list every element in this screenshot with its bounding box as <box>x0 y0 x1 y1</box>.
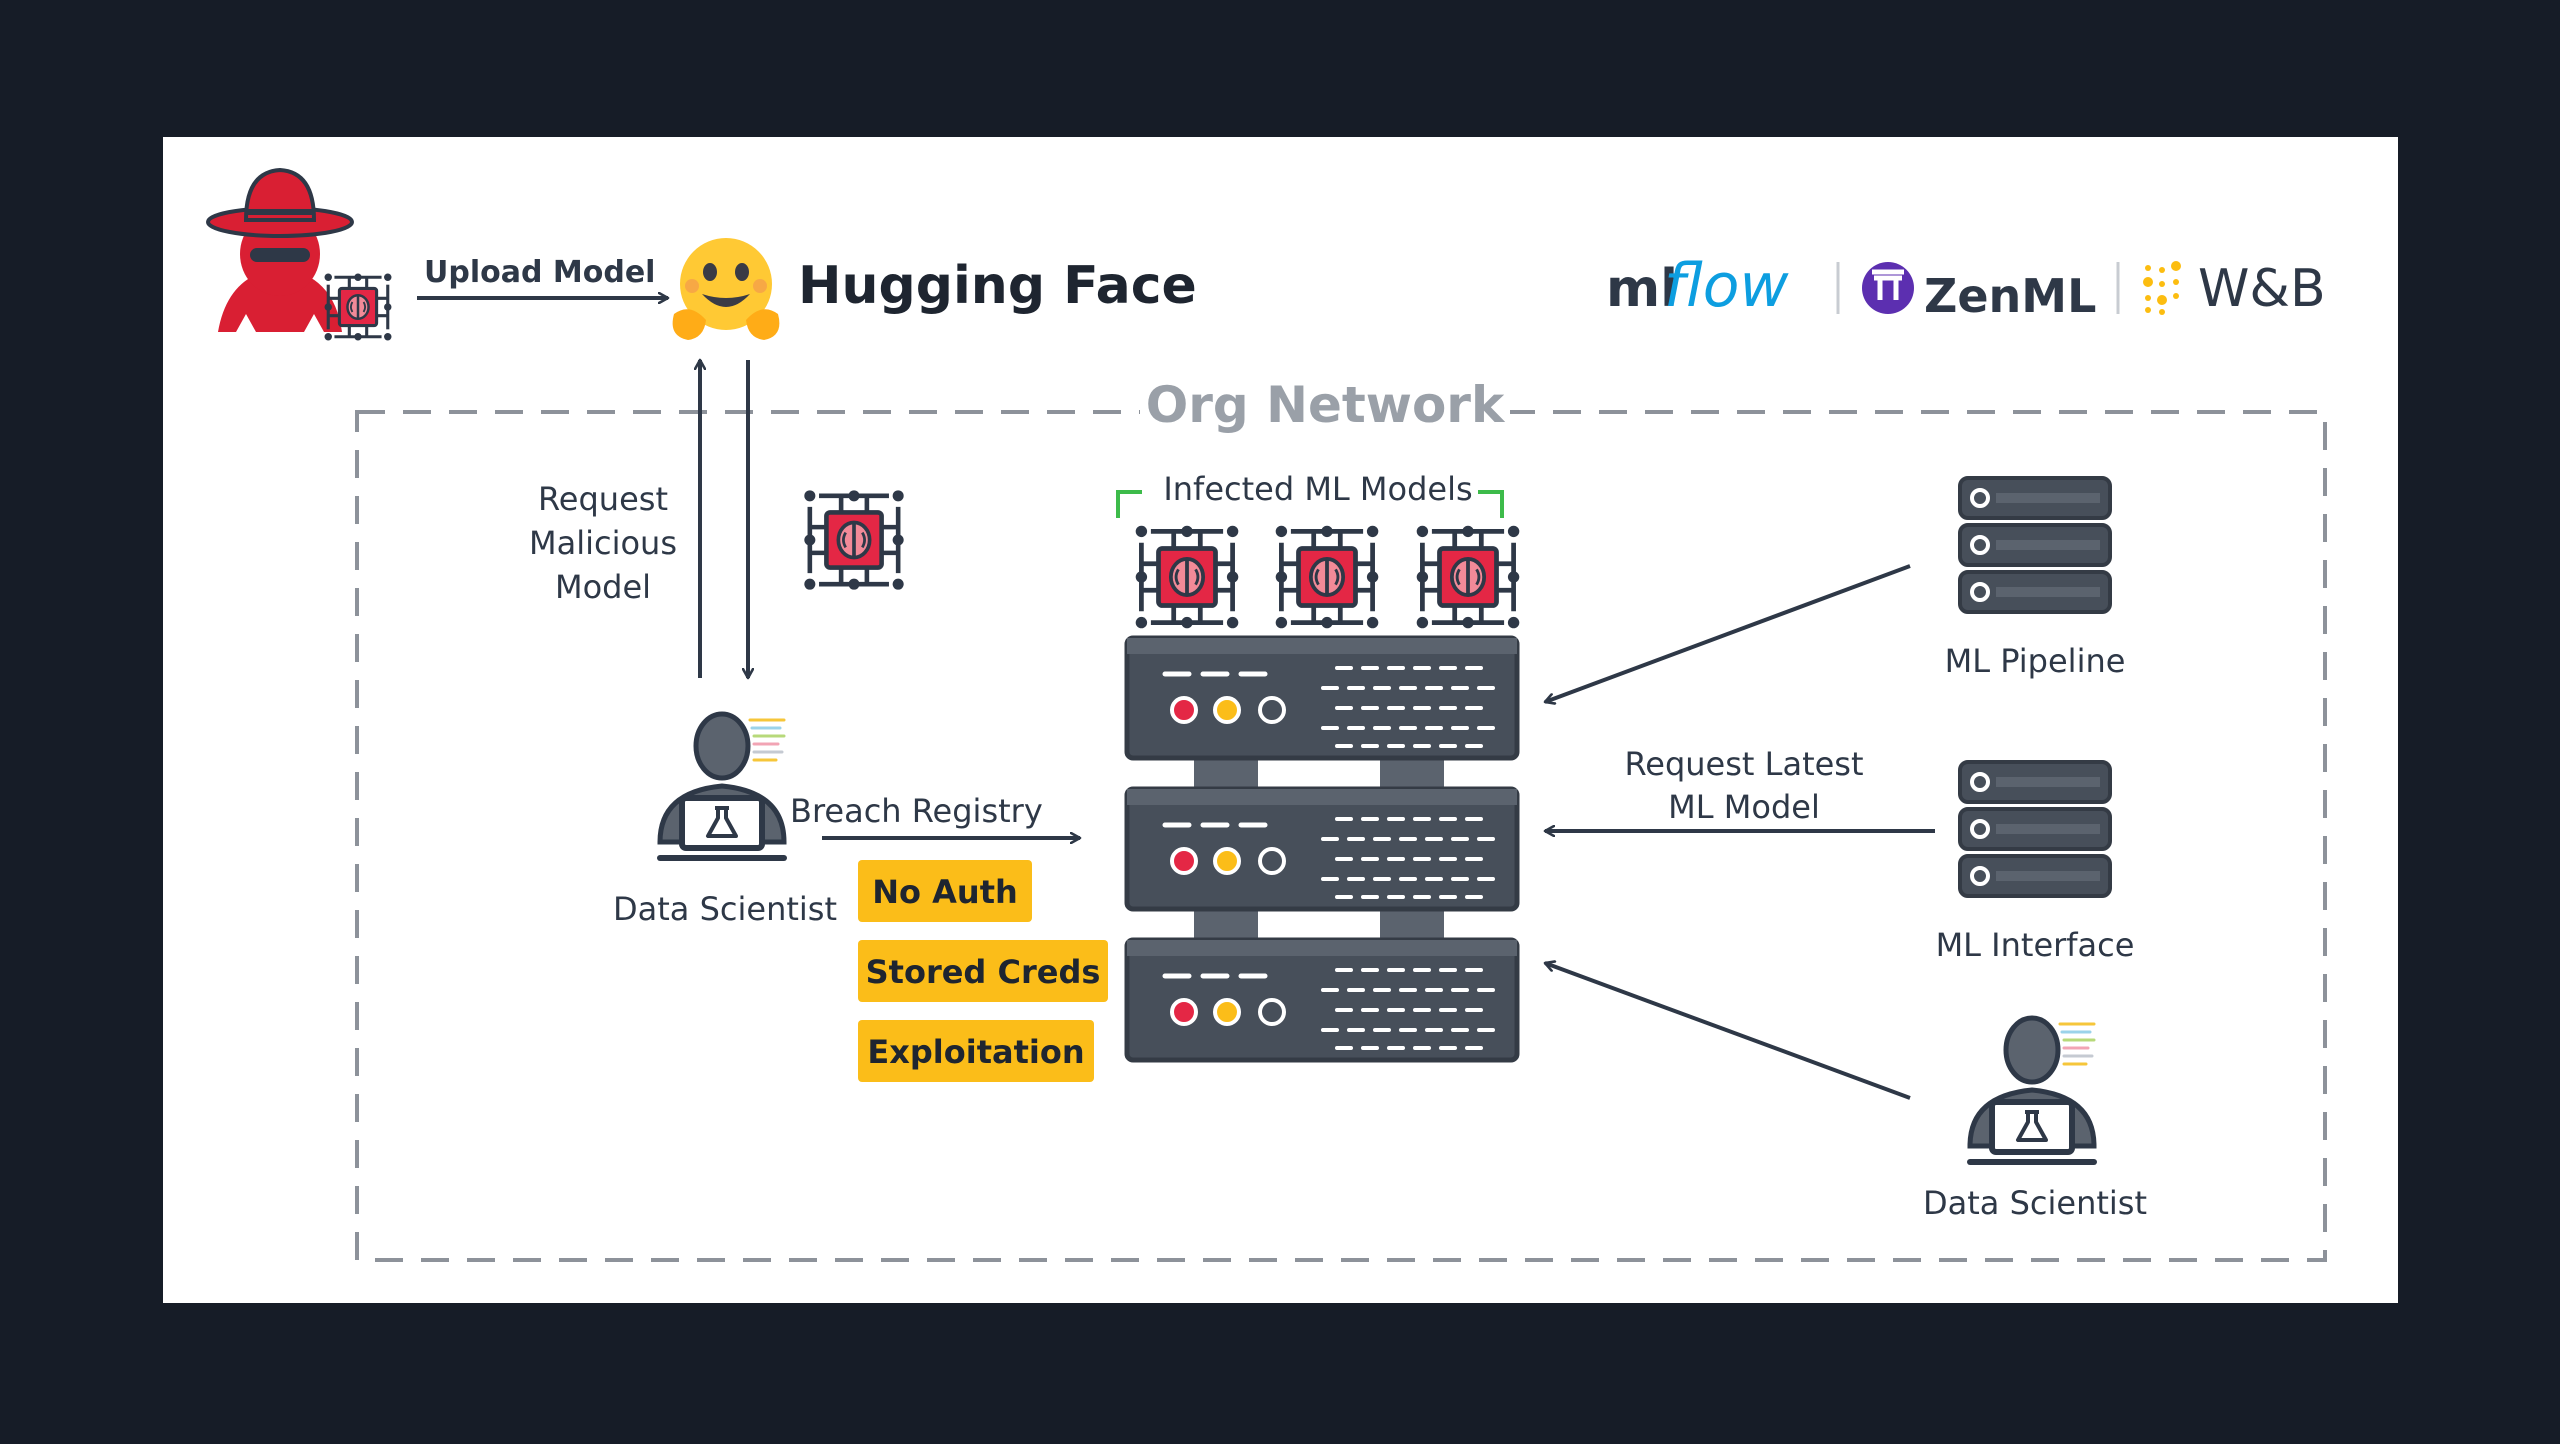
data-scientist-right-arrow <box>1545 963 1911 1100</box>
breach-registry-label: Breach Registry <box>790 792 1043 830</box>
infected-models-label: Infected ML Models <box>1163 470 1472 508</box>
badge-exploitation: Exploitation <box>858 1020 1094 1082</box>
ml-pipeline-label: ML Pipeline <box>1945 642 2126 680</box>
badge-exploitation-text: Exploitation <box>867 1033 1084 1071</box>
badge-stored-creds: Stored Creds <box>858 940 1108 1002</box>
request-latest-label-line2: ML Model <box>1668 788 1820 826</box>
org-network-title-mask <box>1140 380 1510 444</box>
zenml-logo-icon <box>1862 262 1914 314</box>
org-network-title: Org Network <box>1146 376 1506 434</box>
hub-name: Hugging Face <box>798 256 1197 316</box>
mlflow-logo-flow: flow <box>1664 251 1789 321</box>
request-label-line2: Malicious <box>529 524 677 562</box>
zenml-logo-text: ZenML <box>1924 269 2096 323</box>
ml-pipeline-arrow <box>1545 564 1911 702</box>
data-scientist-left-label: Data Scientist <box>613 890 837 928</box>
upload-model-label: Upload Model <box>424 255 655 290</box>
infected-models-bracket <box>1116 490 1504 518</box>
badge-no-auth-text: No Auth <box>872 873 1018 911</box>
partner-logos: ml flow ZenML W&B <box>1606 251 2326 323</box>
ml-interface-server-icon <box>1960 762 2110 896</box>
request-label-line3: Model <box>555 568 651 606</box>
wandb-logo-text: W&B <box>2198 259 2326 319</box>
model-registry-server-icon <box>1127 638 1517 1060</box>
hacker-icon <box>206 167 354 332</box>
ml-pipeline-server-icon <box>1960 478 2110 612</box>
mlflow-logo-ml: ml <box>1606 259 1678 319</box>
request-latest-label-line1: Request Latest <box>1624 745 1863 783</box>
badge-stored-creds-text: Stored Creds <box>866 953 1101 991</box>
badge-no-auth: No Auth <box>858 860 1032 922</box>
wandb-dots-icon <box>2143 261 2181 315</box>
hugging-face-emoji-icon <box>672 238 780 340</box>
ml-interface-label: ML Interface <box>1936 926 2135 964</box>
request-label-line1: Request <box>538 480 668 518</box>
data-scientist-right-label: Data Scientist <box>1923 1184 2147 1222</box>
